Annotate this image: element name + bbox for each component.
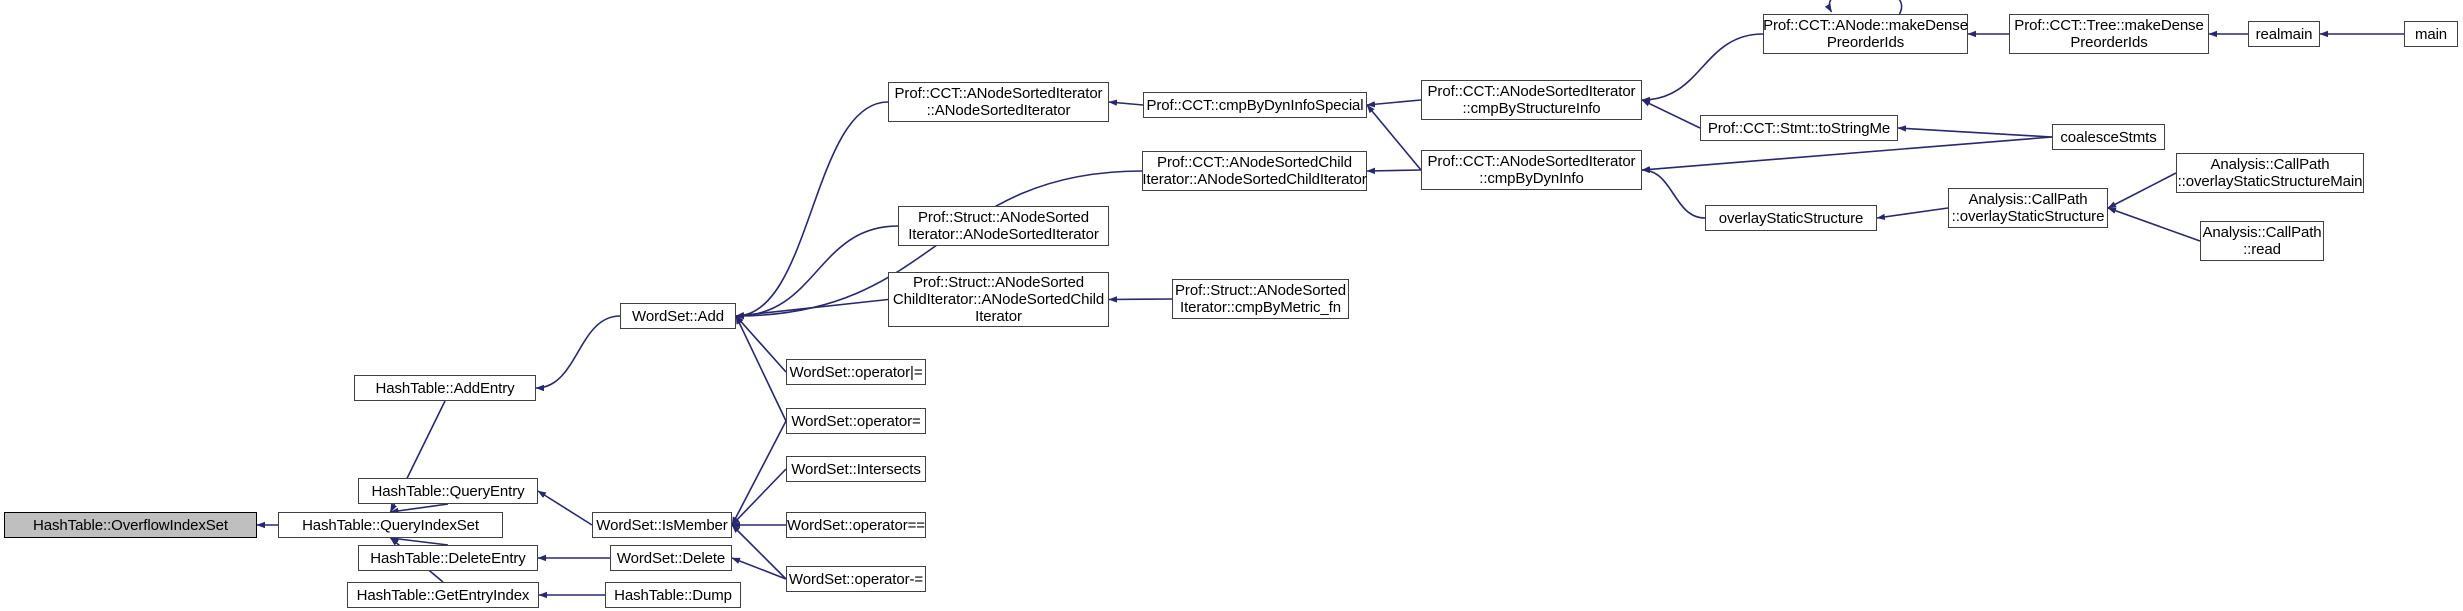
graph-edge	[1876, 207, 1949, 221]
graph-edge	[735, 315, 787, 422]
graph-node[interactable]: Prof::Struct::ANodeSorted Iterator::ANod…	[898, 206, 1109, 246]
graph-node[interactable]: realmain	[2248, 21, 2320, 47]
graph-edge	[1366, 99, 1422, 108]
graph-edge	[1108, 99, 1144, 106]
graph-edge	[2107, 172, 2177, 209]
graph-node[interactable]: WordSet::operator|=	[786, 359, 926, 385]
graph-node[interactable]: Prof::Struct::ANodeSorted Iterator::cmpB…	[1172, 279, 1349, 319]
graph-node[interactable]: main	[2404, 21, 2458, 47]
graph-node[interactable]: WordSet::operator=	[786, 408, 926, 434]
graph-node[interactable]: HashTable::Dump	[605, 582, 741, 608]
graph-edge	[735, 225, 899, 320]
graph-edge	[535, 315, 621, 392]
graph-node[interactable]: HashTable::QueryIndexSet	[278, 512, 503, 538]
graph-edge	[1641, 136, 2053, 173]
graph-node[interactable]: Prof::Struct::ANodeSorted ChildIterator:…	[888, 272, 1109, 327]
graph-node[interactable]: Analysis::CallPath ::overlayStaticStruct…	[1948, 188, 2108, 228]
graph-edge	[731, 468, 787, 526]
graph-node[interactable]: HashTable::QueryEntry	[358, 478, 538, 504]
graph-node[interactable]: WordSet::IsMember	[592, 512, 732, 538]
graph-edge	[735, 315, 787, 373]
graph-node[interactable]: HashTable::AddEntry	[354, 375, 536, 401]
graph-node[interactable]: HashTable::GetEntryIndex	[347, 582, 539, 608]
graph-edge	[1641, 33, 1764, 104]
graph-node[interactable]: WordSet::Delete	[610, 545, 732, 571]
graph-node[interactable]: Prof::CCT::ANodeSortedIterator ::cmpByDy…	[1421, 150, 1642, 190]
graph-node[interactable]: WordSet::Add	[620, 303, 736, 329]
graph-edge	[731, 557, 787, 580]
graph-node[interactable]: HashTable::OverflowIndexSet	[4, 512, 257, 538]
graph-edge	[1897, 125, 2053, 138]
graph-node[interactable]: Analysis::CallPath ::read	[2200, 221, 2324, 261]
graph-edge	[1641, 99, 1701, 129]
graph-node[interactable]: Prof::CCT::ANodeSortedIterator ::cmpBySt…	[1421, 80, 1642, 120]
graph-edge	[390, 535, 449, 546]
graph-edge	[735, 298, 889, 319]
graph-edge	[1824, 0, 1903, 15]
graph-edge	[537, 490, 593, 526]
graph-node[interactable]: Prof::CCT::cmpByDynInfoSpecial	[1143, 92, 1367, 118]
graph-edge	[390, 503, 449, 515]
graph-node[interactable]: Prof::CCT::ANodeSortedChild Iterator::AN…	[1142, 151, 1367, 191]
graph-edge	[1366, 104, 1422, 171]
graph-node[interactable]: WordSet::operator-=	[786, 566, 926, 592]
graph-node[interactable]: WordSet::Intersects	[786, 456, 926, 482]
graph-edge	[1641, 166, 1706, 219]
graph-edge	[1366, 167, 1422, 175]
graph-edge	[2107, 207, 2201, 242]
graph-node[interactable]: WordSet::operator==	[786, 512, 926, 538]
graph-node[interactable]: HashTable::DeleteEntry	[358, 545, 538, 571]
graph-edge	[731, 524, 787, 580]
graph-edge	[731, 420, 787, 526]
graph-node[interactable]: Prof::CCT::ANode::makeDense PreorderIds	[1763, 14, 1968, 54]
graph-node[interactable]: Prof::CCT::ANodeSortedIterator ::ANodeSo…	[888, 82, 1109, 122]
graph-node[interactable]: Prof::CCT::Tree::makeDense PreorderIds	[2009, 14, 2209, 54]
graph-node[interactable]: coalesceStmts	[2052, 124, 2165, 150]
graph-node[interactable]: Prof::CCT::Stmt::toStringMe	[1700, 115, 1898, 141]
graph-node[interactable]: Analysis::CallPath ::overlayStaticStruct…	[2176, 153, 2364, 193]
graph-edge	[1108, 296, 1173, 303]
graph-edge	[735, 101, 889, 320]
graph-node[interactable]: overlayStaticStructure	[1705, 205, 1877, 231]
